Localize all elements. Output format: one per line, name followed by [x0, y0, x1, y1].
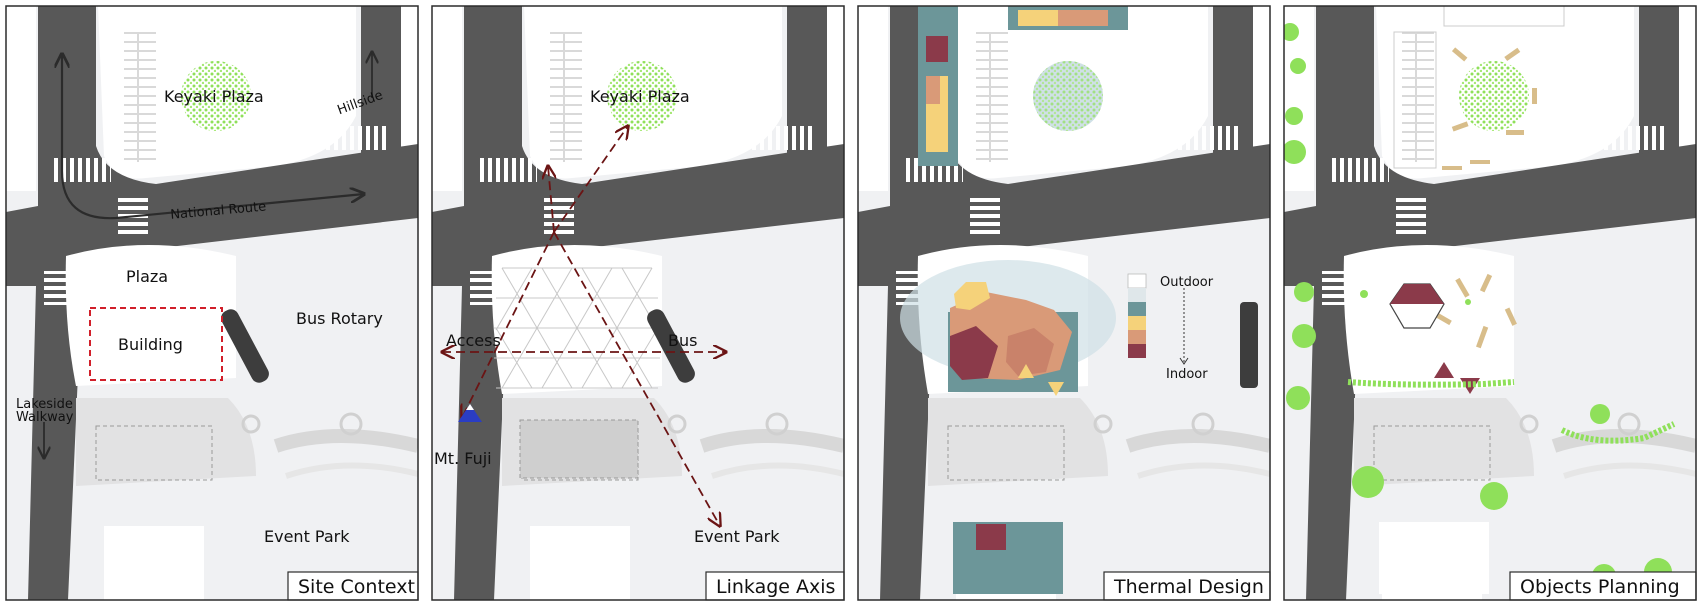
- mt-fuji-icon: [458, 404, 482, 422]
- thermal-zone: [950, 326, 998, 380]
- mt-fuji-snowcap: [466, 404, 474, 410]
- label-bus: Bus: [668, 331, 697, 350]
- bus-icon: [221, 309, 269, 383]
- label-event-park: Event Park: [264, 527, 350, 546]
- caption-box: [705, 571, 845, 601]
- keyaki-tree-cluster: [181, 61, 251, 131]
- route-arrow: [60, 170, 364, 220]
- thermal-legend: Outdoor Indoor: [1127, 273, 1214, 382]
- bus-icon: [1240, 302, 1258, 388]
- thermal-zone: [1048, 382, 1064, 396]
- panel-site-context: Keyaki Plaza Hillside National Route Pla…: [5, 5, 419, 601]
- triangle-object: [1434, 362, 1454, 378]
- label-keyaki-plaza: Keyaki Plaza: [590, 87, 690, 106]
- caption-site-context: Site Context: [298, 576, 415, 598]
- panel-linkage-axis: Keyaki Plaza Access Bus Mt. Fuji Event P…: [431, 5, 845, 601]
- label-walkway: Walkway: [16, 410, 74, 425]
- legend-outdoor-label: Outdoor: [1160, 275, 1214, 290]
- label-plaza: Plaza: [126, 267, 168, 286]
- label-building: Building: [118, 335, 183, 354]
- panel-objects-planning: Objects Planning: [1283, 5, 1697, 601]
- label-keyaki-plaza: Keyaki Plaza: [164, 87, 264, 106]
- label-access: Access: [446, 331, 501, 350]
- thermal-zone: [954, 282, 990, 310]
- caption-thermal-design: Thermal Design: [1113, 576, 1264, 598]
- building-outline: [89, 307, 223, 381]
- caption-linkage-axis: Linkage Axis: [716, 576, 835, 598]
- label-bus-rotary: Bus Rotary: [296, 309, 383, 328]
- linkage-axes: [442, 126, 726, 526]
- legend-indoor-label: Indoor: [1166, 367, 1208, 382]
- thermal-zone: [1018, 364, 1034, 378]
- label-lakeside: Lakeside: [16, 397, 73, 412]
- keyaki-tree-cluster: [607, 61, 677, 131]
- panel-thermal-design: Outdoor Indoor Thermal Design: [857, 5, 1271, 601]
- hedge: [1560, 421, 1676, 444]
- thermal-zone: [1006, 328, 1054, 376]
- caption-objects-planning: Objects Planning: [1520, 576, 1680, 598]
- keyaki-tree-cluster: [1459, 61, 1529, 131]
- label-event-park: Event Park: [694, 527, 780, 546]
- label-mt-fuji: Mt. Fuji: [434, 449, 492, 468]
